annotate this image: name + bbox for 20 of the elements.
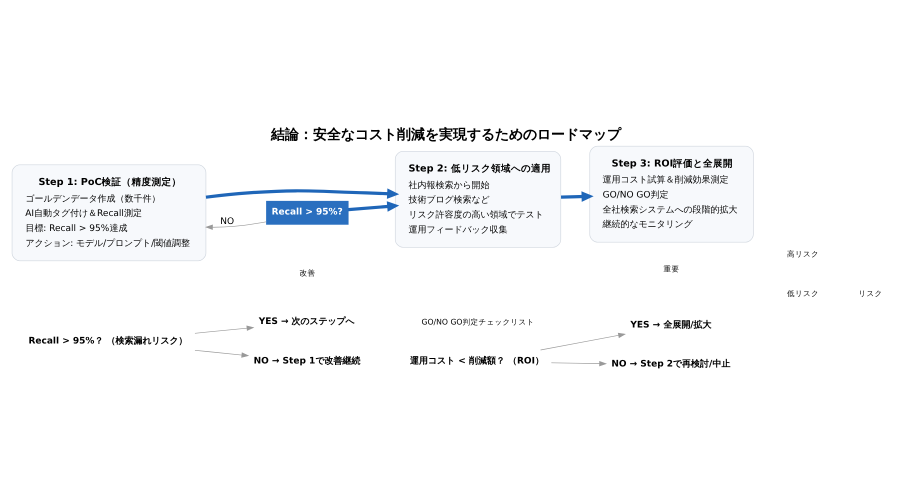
arrow [205,221,267,230]
arrow [348,201,400,212]
node-box: Recall > 95%? [266,200,349,225]
node-box: Step 2: 低リスク領域への適用 社内報検索から開始 技術ブログ検索など リスク許容度の高い領域でテスト 運用フィードバック収集 [394,151,562,248]
diagram-title: 結論：安全なコスト削減を実現するためのロードマップ [270,126,621,143]
node-text: NO → Step 1で改善継続 [254,356,360,366]
node-box: Step 1: PoC検証（精度測定） ゴールデンデータ作成（数千件） AI自動タグ付け＆Recall測定 目標: Recall > 95%達成 アクション: モデル/プロンプト/閾値調整 [12,164,206,262]
arrow [206,188,400,199]
arrow [540,332,626,350]
arrow [194,350,250,358]
arrow [194,326,254,334]
node-text: Recall > 95%？ （検索漏れリスク） [28,336,188,346]
node-box: Step 3: ROI評価と全展開 運用コスト試算＆削減効果測定 GO/NO GO判定 全社検索システムへの段階的拡大 継続的なモニタリング [589,146,754,242]
arrow [560,191,594,202]
node-text: YES → 全展開/拡大 [630,320,712,330]
arrow [551,360,607,366]
edge-label: NO [220,216,234,227]
node-text: 運用コスト < 削減額？ （ROI） [410,356,544,366]
node-text: NO → Step 2で再検討/中止 [611,360,730,370]
node-text: YES → 次のステップへ [258,317,355,328]
